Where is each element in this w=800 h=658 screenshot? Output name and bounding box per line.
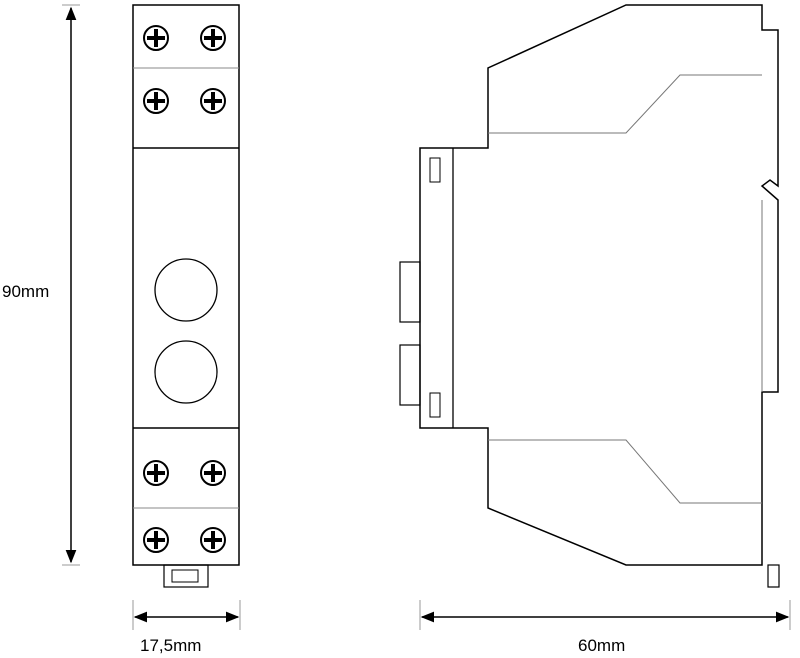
side-slot (429, 392, 441, 418)
terminal-screw-icon (200, 25, 226, 51)
height-label: 90mm (2, 282, 49, 301)
terminal-screw-icon (143, 88, 169, 114)
height-dimension: 90mm (2, 4, 80, 566)
side-tab (399, 344, 421, 406)
indicator-lamp (154, 340, 218, 404)
terminal-screw-icon (143, 527, 169, 553)
side-housing-outline (419, 4, 779, 566)
side-view (399, 4, 780, 588)
depth-dimension: 60mm (419, 600, 791, 655)
terminal-screw-icon (200, 460, 226, 486)
terminal-screw-icon (143, 460, 169, 486)
indicator-lamp (154, 258, 218, 322)
terminal-screw-icon (143, 25, 169, 51)
terminal-screws (143, 25, 226, 553)
depth-label: 60mm (578, 636, 625, 655)
front-view (132, 4, 240, 588)
din-clip-side (767, 564, 780, 588)
terminal-screw-icon (200, 88, 226, 114)
front-width-dimension: 17,5mm (132, 600, 241, 655)
din-clip-front (163, 564, 209, 588)
terminal-screw-icon (200, 527, 226, 553)
front-width-label: 17,5mm (140, 636, 201, 655)
side-slot (429, 157, 441, 183)
side-tab (399, 261, 421, 323)
